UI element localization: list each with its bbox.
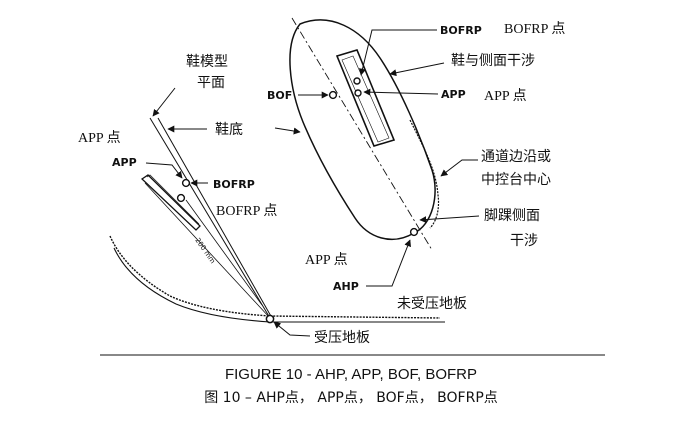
shoe-model-plane-line1: 鞋模型 [186, 54, 228, 70]
dimension-label: 200 mm [193, 237, 216, 266]
ahp-label: AHP [333, 280, 359, 293]
shoe-model-plane-line2: 平面 [197, 75, 225, 91]
bofrp-top-label: BOFRP [440, 24, 482, 37]
app-point-right [354, 89, 362, 97]
caption-cn: 图 10 – AHP点， APP点， BOF点， BOFRP点 [204, 390, 498, 406]
app-point-bottom-label: APP 点 [305, 252, 348, 268]
tunnel-edge-line1: 通道边沿或 [481, 149, 551, 165]
floor-lines [109, 235, 445, 323]
caption-en: FIGURE 10 - AHP, APP, BOF, BOFRP [225, 366, 477, 383]
sole-label: 鞋底 [215, 122, 243, 138]
ankle-point [409, 227, 419, 237]
shoe-plane-lines [144, 117, 273, 319]
tunnel-edge-line2: 中控台中心 [481, 172, 551, 188]
compressed-floor-label: 受压地板 [314, 330, 370, 346]
bofrp-point-left-label: BOFRP 点 [216, 203, 277, 219]
shoe-top-outline [289, 17, 440, 251]
ankle-line1: 脚踝侧面 [484, 208, 540, 224]
bofrp-point-top [353, 77, 361, 85]
app-point-left [181, 178, 191, 188]
app-point-right-label: APP 点 [484, 88, 527, 104]
app-small-label: APP [112, 156, 137, 169]
uncompressed-floor-label: 未受压地板 [397, 296, 467, 312]
leader-arrows [145, 29, 480, 337]
app-right-label: APP [441, 88, 466, 101]
small-shoe-profile [140, 174, 201, 231]
bofrp-point-left [176, 193, 186, 203]
app-point-left-label: APP 点 [78, 130, 121, 146]
bof-point [328, 90, 338, 100]
shoe-side-interference-label: 鞋与侧面干涉 [451, 53, 535, 69]
bof-label: BOF [267, 89, 292, 102]
ankle-line2: 干涉 [510, 233, 538, 249]
ahp-point [265, 314, 275, 324]
tunnel-edge-label: 通道边沿或 中控台中心 [481, 149, 555, 188]
bofrp-point-top-label: BOFRP 点 [504, 21, 565, 37]
ankle-side-interference-label: 脚踝侧面 干涉 [484, 208, 544, 249]
foot-rectangle [335, 49, 396, 147]
bofrp-small-label: BOFRP [213, 178, 255, 191]
shoe-model-plane-label: 鞋模型 平面 [186, 54, 232, 91]
